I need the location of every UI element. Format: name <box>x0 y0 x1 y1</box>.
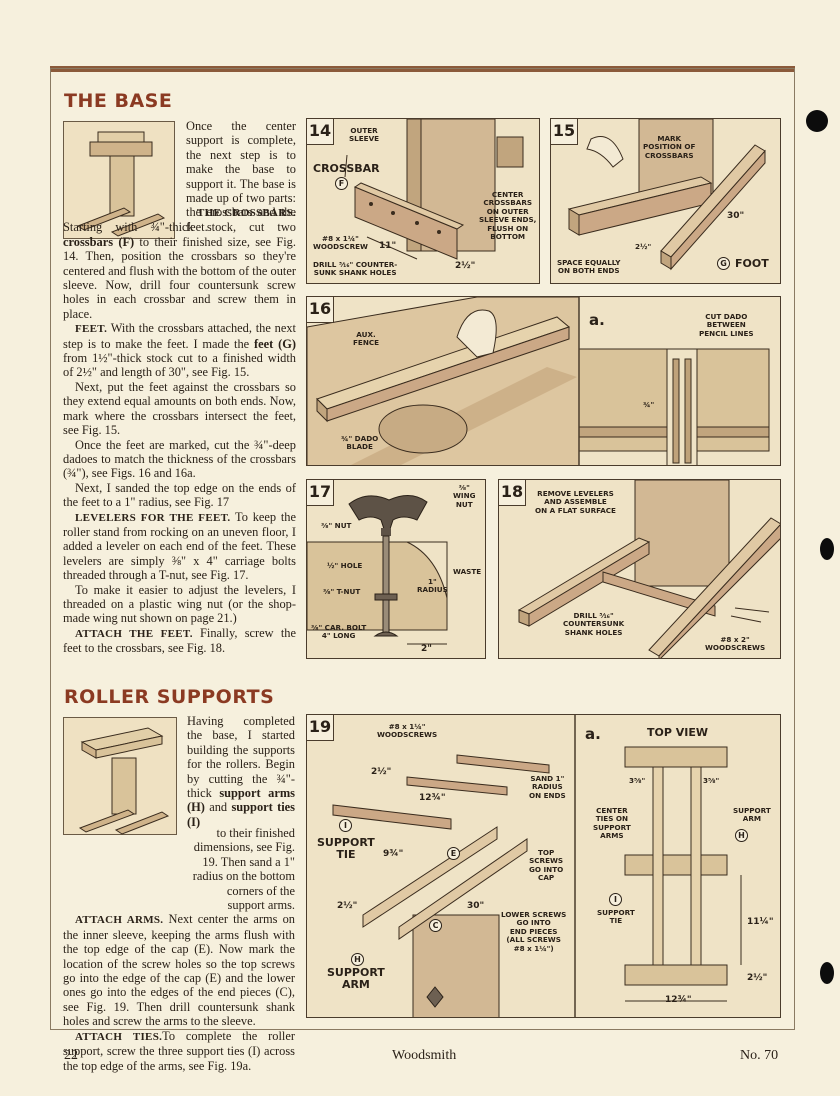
fig14-length-dim: 11" <box>379 241 397 251</box>
fig19-screws-label: #8 x 1¼"WOODSCREWS <box>377 722 438 740</box>
figure-19-number: 19 <box>307 715 334 741</box>
fig17-nut-label: ⅜" NUT <box>321 521 352 530</box>
base-body-text: THE CROSSBARS. Starting with ¾"-thick st… <box>63 207 296 656</box>
thumbnail-base <box>63 121 175 239</box>
fig19a-letter-h: H <box>735 829 748 842</box>
fig16-aux-fence-label: AUX.FENCE <box>353 330 380 348</box>
thumbnail-rollers <box>63 717 177 835</box>
fig14-part-letter: F <box>335 177 348 190</box>
fig15-part-letter: G <box>717 257 730 270</box>
crossbars-head: THE CROSSBARS. <box>197 207 296 219</box>
fig19-height-dim: 2½" <box>337 901 358 911</box>
section-heading-base: THE BASE <box>64 90 173 112</box>
fig17-tnut-label: ⅜" T-NUT <box>323 587 361 596</box>
fig15-width-dim: 2½" <box>635 242 652 251</box>
fig17-hole-label: ½" HOLE <box>327 561 363 570</box>
fig14-drill-label: DRILL ³⁄₁₆" COUNTER-SUNK SHANK HOLES <box>313 260 398 278</box>
section-heading-rollers: ROLLER SUPPORTS <box>64 686 275 708</box>
figure-16-number: 16 <box>307 297 334 323</box>
fig19a-sub-label: a. <box>585 725 601 743</box>
footer-page-number: 22 <box>64 1048 78 1063</box>
fig19a-dim1: 3⁵⁄₈" <box>629 776 646 785</box>
fig19-letter-h: H <box>351 953 364 966</box>
figure-15-number: 15 <box>551 119 578 145</box>
rollers-body-text: to their finished dimensions, see Fig. 1… <box>63 826 296 1073</box>
fig14-width-dim: 2½" <box>455 261 476 271</box>
footer-magazine: Woodsmith <box>392 1048 457 1063</box>
fig19a-height-dim: 11¼" <box>747 917 774 927</box>
fig14-screw-label: #8 x 1¼"WOODSCREW <box>313 234 368 252</box>
fig16a-depth-dim: ¾" <box>643 400 655 409</box>
fig17-dim-label: 2" <box>421 644 432 654</box>
fig19a-length-dim: 12¾" <box>665 995 692 1005</box>
fig19a-letter-i: I <box>609 893 622 906</box>
top-rule <box>50 66 795 72</box>
fig19-letter-i: I <box>339 819 352 832</box>
binder-hole <box>806 110 828 132</box>
binder-hole <box>820 538 834 560</box>
footer-issue: No. 70 <box>740 1048 779 1063</box>
fig19-len1-dim: 12¾" <box>419 793 446 803</box>
fig19-len3-dim: 30" <box>467 901 485 911</box>
fig19a-title: TOP VIEW <box>647 726 708 739</box>
fig19a-width-dim: 2½" <box>747 973 768 983</box>
fig19-letter-e: E <box>447 847 460 860</box>
binder-hole <box>820 962 834 984</box>
figure-18-number: 18 <box>499 480 526 506</box>
base-intro-text: Once the center support is complete, the… <box>186 119 296 234</box>
fig19-width-dim: 2½" <box>371 767 392 777</box>
fig17-radius-label: 1"RADIUS <box>417 577 448 595</box>
fig19-len2-dim: 9¾" <box>383 849 404 859</box>
figure-17-number: 17 <box>307 480 334 506</box>
fig18-screw-label: #8 x 2"WOODSCREWS <box>705 635 766 653</box>
fig17-waste-label: WASTE <box>453 567 482 576</box>
fig19a-dim2: 3⁵⁄₈" <box>703 776 720 785</box>
fig19-letter-c: C <box>429 919 442 932</box>
fig16a-sub-label: a. <box>589 311 605 329</box>
fig15-length-dim: 30" <box>727 211 745 221</box>
page-frame <box>50 68 795 1030</box>
figure-19: 19 #8 x 1¼"WOODSCREWS 2½" 12¾" SAND 1"RA… <box>306 714 781 1018</box>
rollers-intro-text: Having completed the base, I started bui… <box>187 714 295 829</box>
fig15-foot-label: FOOT <box>735 257 769 270</box>
fig14-crossbar-label: CROSSBAR <box>313 162 380 175</box>
figure-14-number: 14 <box>307 119 334 145</box>
